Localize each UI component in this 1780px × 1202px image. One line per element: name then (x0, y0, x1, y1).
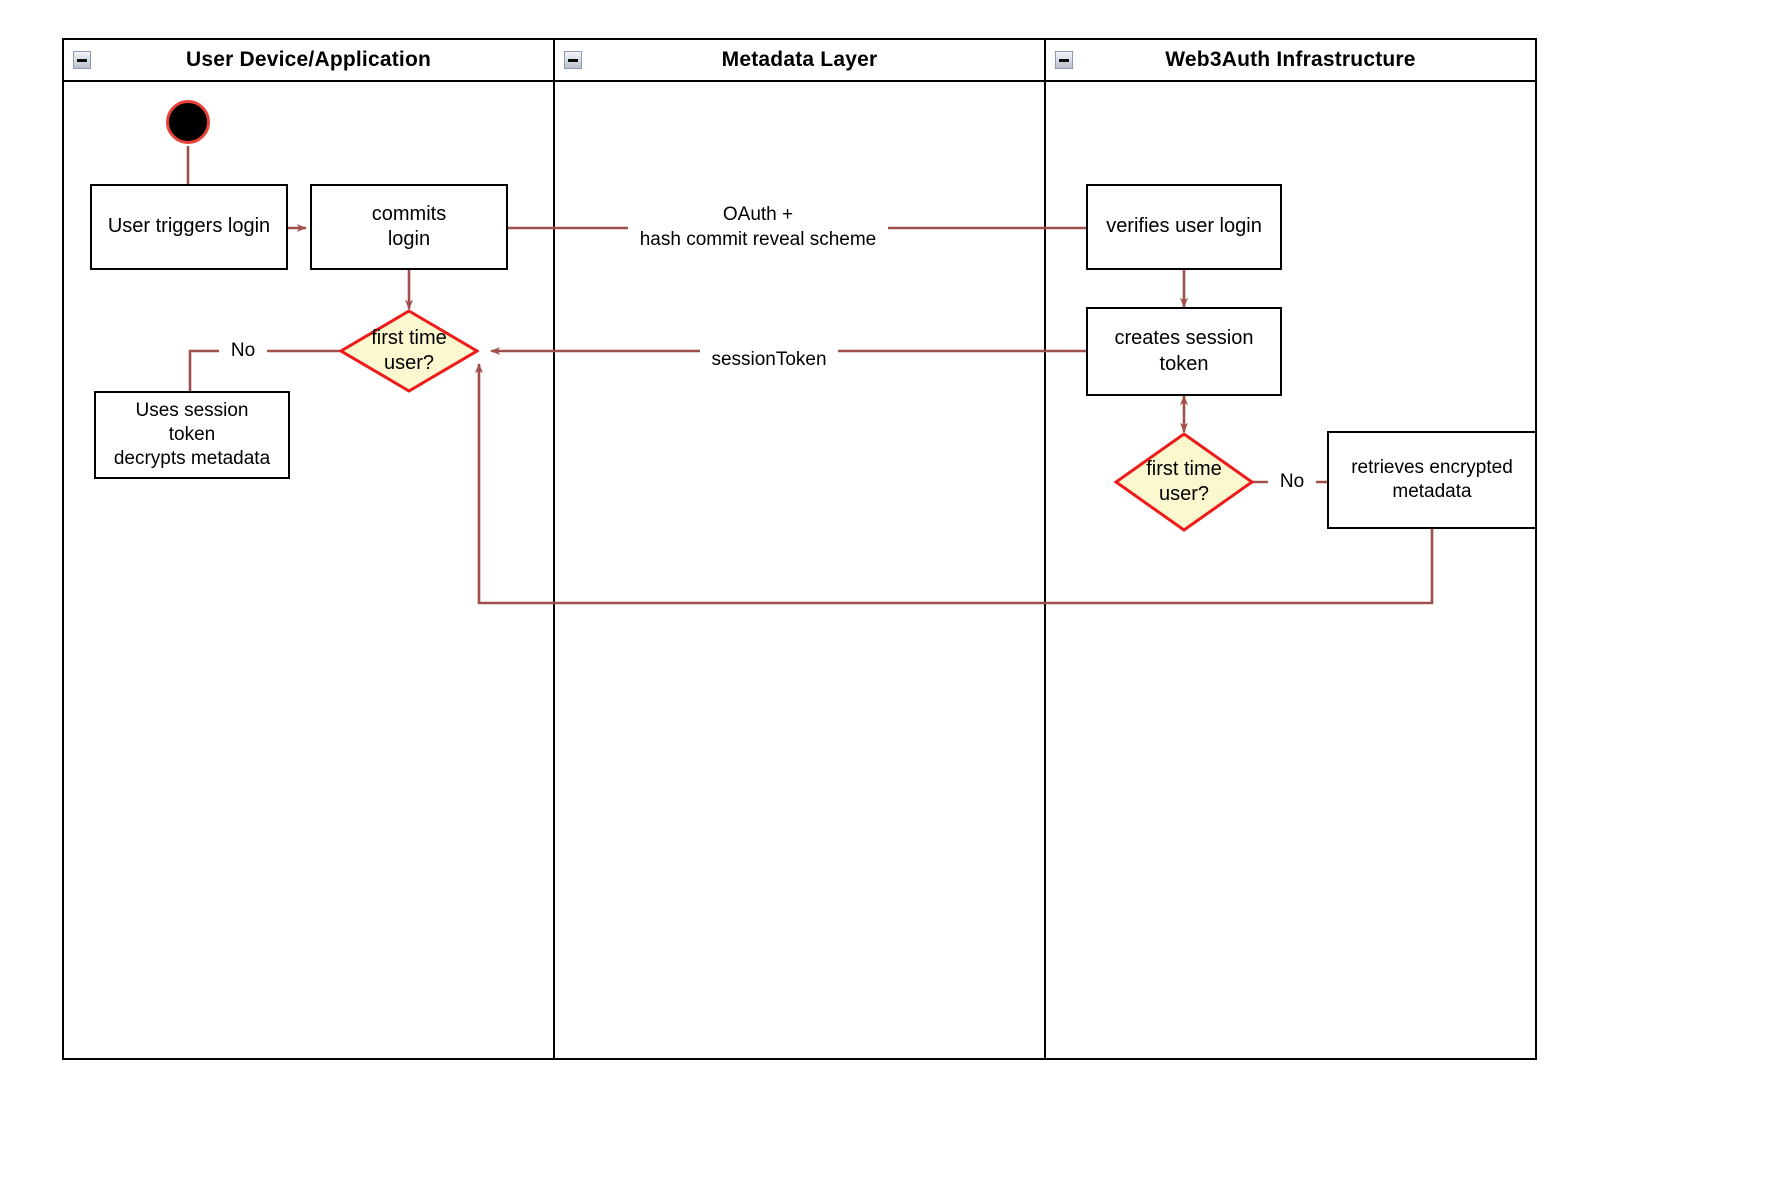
activity-user-triggers-login[interactable]: User triggers login (90, 184, 288, 270)
minus-box-icon[interactable] (73, 51, 91, 69)
start-node[interactable] (166, 100, 210, 144)
edge-label-no-left: No (219, 339, 267, 364)
decision-first-time-user-left[interactable]: first time user? (339, 309, 479, 393)
swimlane-header-user-device: User Device/Application (64, 40, 553, 82)
edge-label-session-token: sessionToken (700, 348, 838, 373)
activity-label: creates session token (1114, 327, 1254, 375)
activity-verifies-user-login[interactable]: verifies user login (1086, 184, 1282, 270)
swimlane-header-metadata-layer: Metadata Layer (555, 40, 1044, 82)
swimlane-title-web3auth-infrastructure: Web3Auth Infrastructure (1165, 48, 1416, 71)
swimlane-header-web3auth-infrastructure: Web3Auth Infrastructure (1046, 40, 1535, 82)
swimlane-title-metadata-layer: Metadata Layer (721, 48, 878, 71)
minus-box-icon[interactable] (564, 51, 582, 69)
activity-commits-login[interactable]: commits login (310, 184, 508, 270)
edge-label-oauth: OAuth + hash commit reveal scheme (628, 203, 888, 253)
activity-label: retrieves encrypted metadata (1351, 457, 1513, 502)
activity-label: commits login (371, 202, 447, 250)
decision-first-time-user-right[interactable]: first time user? (1114, 432, 1254, 532)
minus-box-icon[interactable] (1055, 51, 1073, 69)
activity-uses-session-token[interactable]: Uses session token decrypts metadata (94, 391, 290, 479)
activity-label: verifies user login (1106, 215, 1262, 238)
activity-label: User triggers login (107, 215, 271, 238)
swimlane-metadata-layer[interactable]: Metadata Layer (553, 38, 1046, 1060)
swimlane-title-user-device: User Device/Application (185, 48, 431, 71)
activity-retrieves-encrypted-metadata[interactable]: retrieves encrypted metadata (1327, 431, 1537, 529)
activity-creates-session-token[interactable]: creates session token (1086, 307, 1282, 396)
edge-label-no-right: No (1268, 470, 1316, 495)
activity-label: Uses session token decrypts metadata (113, 400, 271, 469)
